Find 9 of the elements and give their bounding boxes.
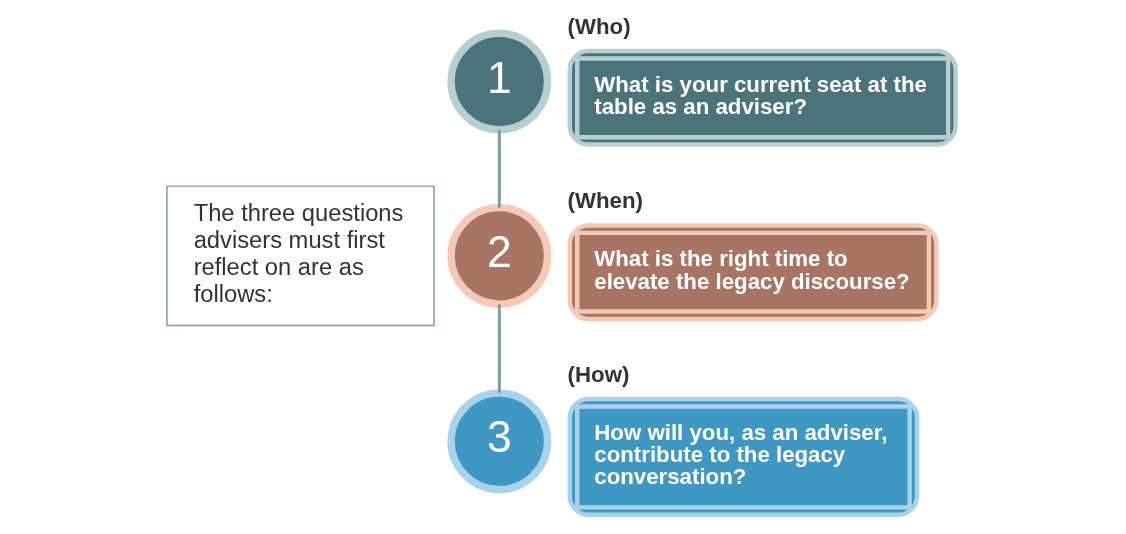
node-label: (When): [567, 188, 643, 214]
node-circle: 3: [446, 389, 551, 494]
connector: [497, 304, 501, 394]
node-circle: 2: [446, 203, 551, 308]
node-box: The three questions advisers must first reflect on are as follows:: [165, 185, 435, 327]
node-label: (Who): [567, 14, 631, 40]
node-label: (How): [567, 362, 629, 387]
node-circle: 1: [446, 29, 551, 134]
connector: [497, 129, 501, 208]
